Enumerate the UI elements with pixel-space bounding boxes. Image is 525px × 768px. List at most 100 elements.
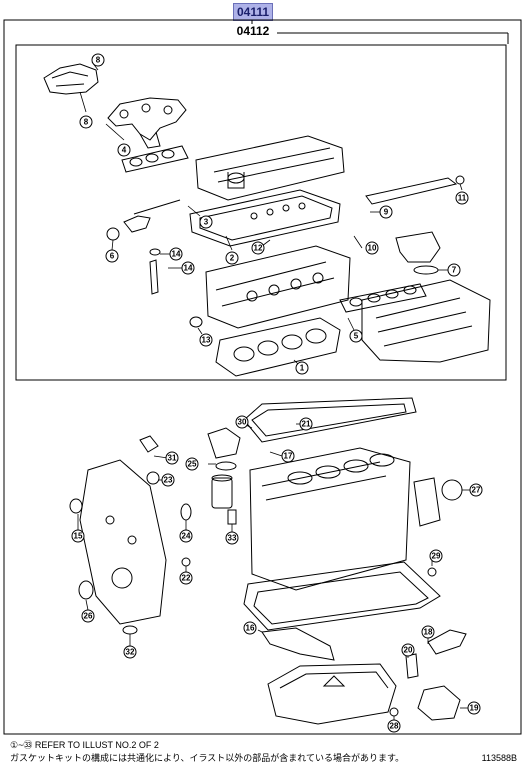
callout-label: 14 xyxy=(184,264,193,273)
callout-label: 7 xyxy=(452,266,457,275)
callout[interactable]: 11 xyxy=(455,191,469,205)
callout[interactable]: 28 xyxy=(387,719,401,733)
outer-frame xyxy=(3,19,522,735)
pipe xyxy=(365,177,458,205)
callout[interactable]: 4 xyxy=(117,143,131,157)
rear-seal-retainer xyxy=(413,477,441,527)
callout[interactable]: 18 xyxy=(421,625,435,639)
thermostat-housing xyxy=(207,427,241,459)
callout-label: 26 xyxy=(84,612,93,621)
oil-filter xyxy=(211,477,233,509)
exhaust-manifold xyxy=(107,97,187,141)
water-outlet xyxy=(395,231,441,263)
callout-label: 23 xyxy=(164,476,173,485)
callout[interactable]: 15 xyxy=(71,529,85,543)
callout[interactable]: 24 xyxy=(179,529,193,543)
callout-label: 14 xyxy=(172,250,181,259)
callout-label: 32 xyxy=(126,648,135,657)
callout-label: 6 xyxy=(110,252,115,261)
callout-label: 25 xyxy=(188,460,197,469)
callout[interactable]: 25 xyxy=(185,457,199,471)
oil-pan-gasket xyxy=(243,561,441,631)
sub-kit-number-label: 04112 xyxy=(236,24,270,38)
callout-label: 13 xyxy=(202,336,211,345)
callout[interactable]: 30 xyxy=(235,415,249,429)
callout-label: 3 xyxy=(204,218,209,227)
callout-label: 12 xyxy=(254,244,263,253)
callout[interactable]: 14 xyxy=(169,247,183,261)
callout[interactable]: 1 xyxy=(295,361,309,375)
engine-block xyxy=(249,447,411,591)
callout[interactable]: 29 xyxy=(429,549,443,563)
callout-label: 20 xyxy=(404,646,413,655)
callout[interactable]: 13 xyxy=(199,333,213,347)
callout[interactable]: 16 xyxy=(243,621,257,635)
inner-kit-frame xyxy=(15,44,507,381)
callout-label: 21 xyxy=(302,420,311,429)
callout[interactable]: 2 xyxy=(225,251,239,265)
callout-label: 5 xyxy=(354,332,359,341)
rear-cover-gasket xyxy=(243,397,417,443)
callout-label: 28 xyxy=(390,722,399,731)
callout[interactable]: 5 xyxy=(349,329,363,343)
callout[interactable]: 8 xyxy=(91,53,105,67)
lower-oil-pan xyxy=(267,663,397,725)
valve-cover xyxy=(195,135,345,201)
callout[interactable]: 3 xyxy=(199,215,213,229)
callout-label: 9 xyxy=(384,208,389,217)
callout-label: 15 xyxy=(74,532,83,541)
callout[interactable]: 14 xyxy=(181,261,195,275)
head-gasket xyxy=(215,317,341,377)
callout[interactable]: 20 xyxy=(401,643,415,657)
callout-label: 8 xyxy=(96,56,101,65)
kit-number-tag[interactable]: 04111 xyxy=(233,3,273,21)
manifold-heat-shield xyxy=(43,63,99,95)
valve xyxy=(149,259,159,295)
callout[interactable]: 6 xyxy=(105,249,119,263)
callout[interactable]: 33 xyxy=(225,531,239,545)
callout[interactable]: 19 xyxy=(467,701,481,715)
cylinder-head xyxy=(205,245,351,329)
callout-label: 30 xyxy=(238,418,247,427)
callout-label: 33 xyxy=(228,534,237,543)
callout-label: 16 xyxy=(246,624,255,633)
callout-label: 4 xyxy=(122,146,127,155)
callout-label: 24 xyxy=(182,532,191,541)
callout[interactable]: 12 xyxy=(251,241,265,255)
timing-cover xyxy=(79,459,167,625)
callout-label: 1 xyxy=(300,364,305,373)
intake-gasket xyxy=(339,283,427,313)
callout[interactable]: 26 xyxy=(81,609,95,623)
callout-label: 8 xyxy=(84,118,89,127)
valve-cover-gasket xyxy=(189,189,341,247)
callout[interactable]: 31 xyxy=(165,451,179,465)
callout[interactable]: 21 xyxy=(299,417,313,431)
callout[interactable]: 32 xyxy=(123,645,137,659)
exhaust-gasket xyxy=(121,145,189,173)
callout[interactable]: 17 xyxy=(281,449,295,463)
callout[interactable]: 8 xyxy=(79,115,93,129)
illustration-code: 113588B xyxy=(481,753,517,763)
water-inlet xyxy=(417,685,461,721)
callout-label: 17 xyxy=(284,452,293,461)
callout-label: 11 xyxy=(458,194,467,203)
callout-label: 19 xyxy=(470,704,479,713)
callout[interactable]: 27 xyxy=(469,483,483,497)
intake-manifold xyxy=(361,279,491,363)
callout[interactable]: 22 xyxy=(179,571,193,585)
japanese-note: ガスケットキットの構成には共通化により、イラスト以外の部品が含まれている場合があ… xyxy=(10,753,405,763)
callout[interactable]: 23 xyxy=(161,473,175,487)
callout[interactable]: 7 xyxy=(447,263,461,277)
callout[interactable]: 10 xyxy=(365,241,379,255)
callout-label: 10 xyxy=(368,244,377,253)
callout-label: 31 xyxy=(168,454,177,463)
callout-label: 27 xyxy=(472,486,481,495)
callout-label: 18 xyxy=(424,628,433,637)
oil-strainer xyxy=(261,627,335,661)
callout-label: 22 xyxy=(182,574,191,583)
callout-label: 29 xyxy=(432,552,441,561)
callout[interactable]: 9 xyxy=(379,205,393,219)
reference-note: ①~㉝ REFER TO ILLUST NO.2 OF 2 xyxy=(10,740,159,750)
